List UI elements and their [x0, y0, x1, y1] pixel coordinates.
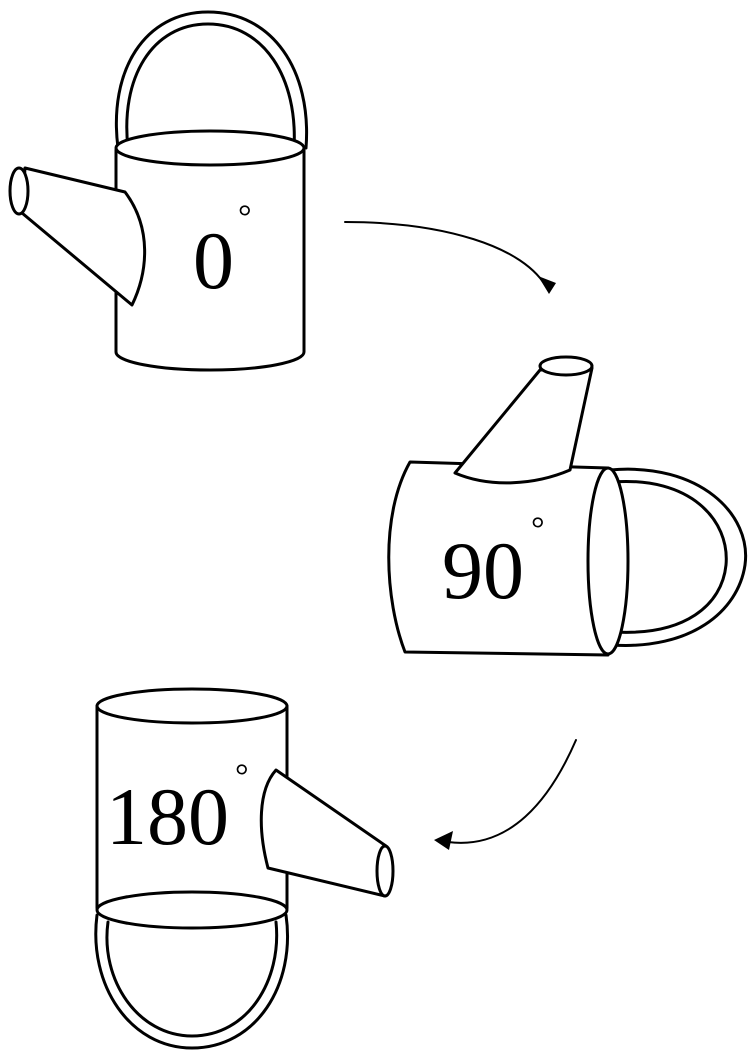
rotation-arrow-2 [434, 739, 577, 850]
degree-symbol-0: ° [238, 199, 252, 236]
watering-can-0-degrees [8, 10, 309, 372]
degree-symbol-180: ° [235, 758, 249, 795]
watering-can-180-degrees [94, 687, 395, 1050]
angle-label-0: 0 [193, 215, 234, 306]
watering-can-90-degrees [387, 355, 748, 657]
rotation-arrow-1 [344, 221, 556, 294]
angle-label-180: 180 [106, 771, 229, 862]
angle-label-90: 90 [442, 525, 524, 616]
degree-symbol-90: ° [531, 511, 545, 548]
